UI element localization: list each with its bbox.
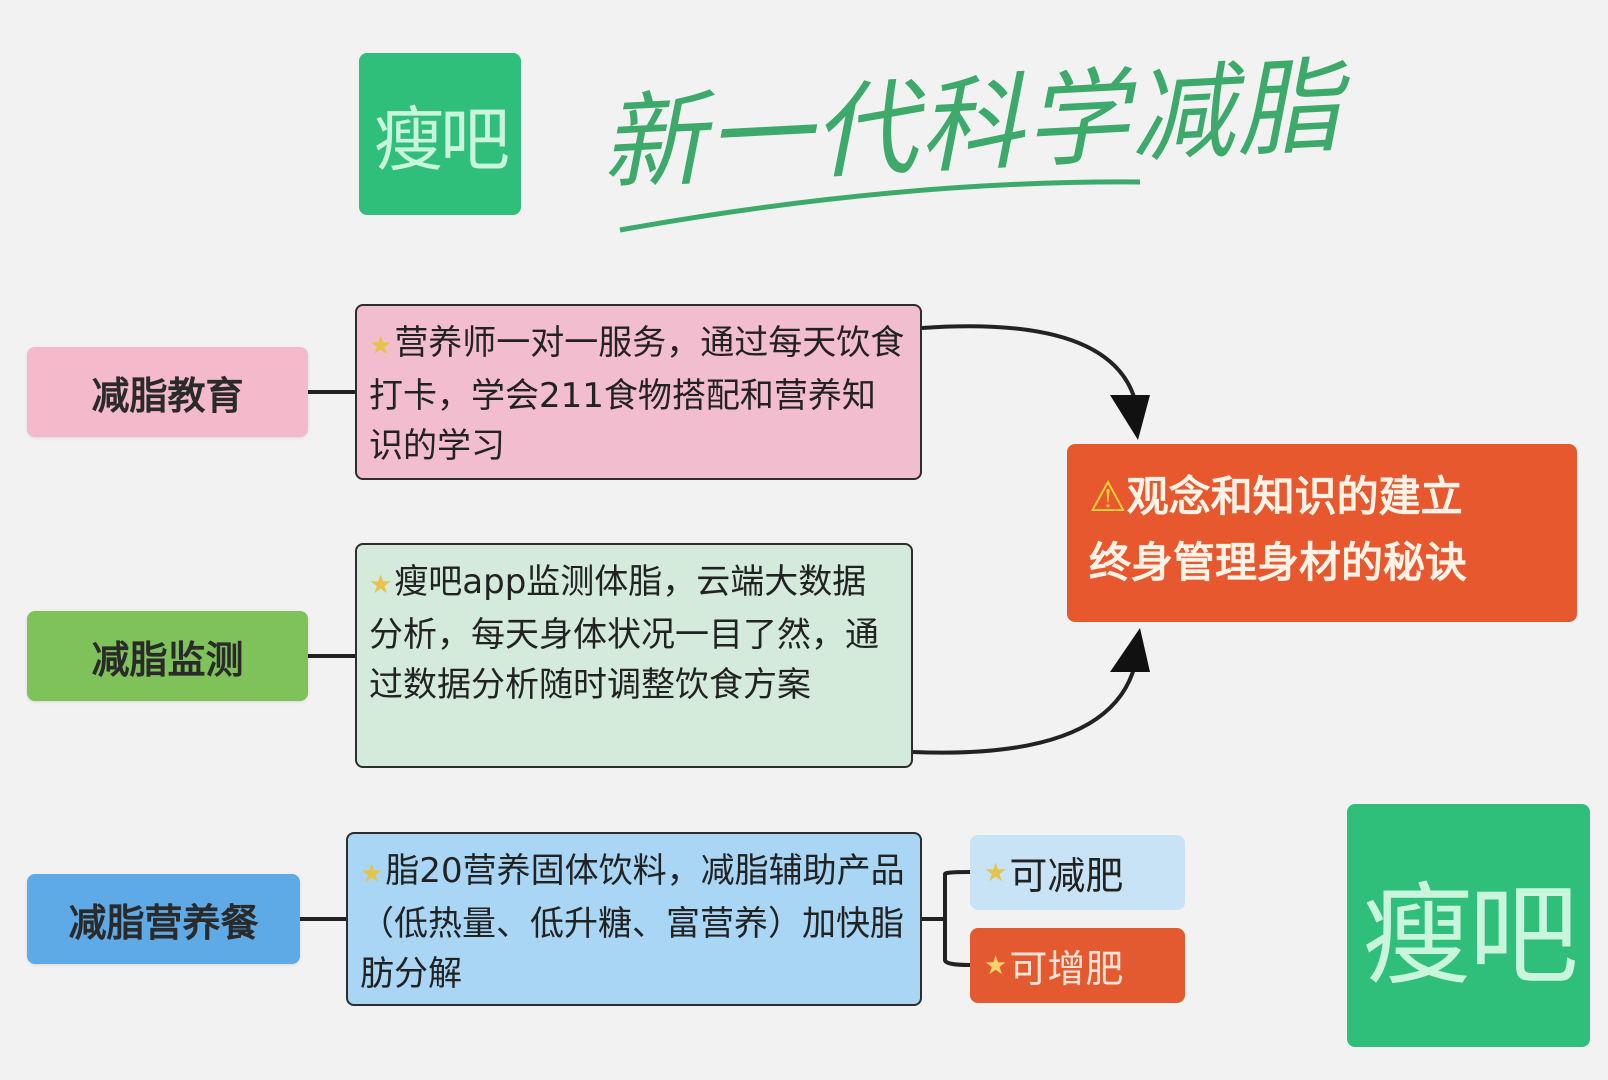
- category-monitoring: 减脂监测: [27, 611, 308, 701]
- brand-logo-bottom: 瘦吧: [1347, 804, 1590, 1047]
- description-text: 脂20营养固体饮料，减脂辅助产品（低热量、低升糖、富营养）加快脂肪分解: [360, 851, 905, 994]
- description-text: 营养师一对一服务，通过每天饮食打卡，学会211食物搭配和营养知识的学习: [369, 323, 905, 466]
- description-monitoring: ★瘦吧app监测体脂，云端大数据分析，每天身体状况一目了然，通过数据分析随时调整…: [355, 543, 913, 768]
- description-text: 瘦吧app监测体脂，云端大数据分析，每天身体状况一目了然，通过数据分析随时调整饮…: [369, 562, 879, 705]
- description-education: ★营养师一对一服务，通过每天饮食打卡，学会211食物搭配和营养知识的学习: [355, 304, 922, 480]
- category-meal: 减脂营养餐: [27, 874, 300, 964]
- description-meal: ★脂20营养固体饮料，减脂辅助产品（低热量、低升糖、富营养）加快脂肪分解: [346, 832, 922, 1006]
- star-icon: ★: [369, 331, 393, 361]
- category-education: 减脂教育: [27, 347, 308, 437]
- star-icon: ★: [360, 859, 384, 889]
- warning-icon: ⚠: [1089, 472, 1127, 521]
- title-underline: [619, 179, 1141, 233]
- brand-logo-top: 瘦吧: [359, 53, 521, 215]
- result-line-2: 终身管理身材的秘诀: [1089, 538, 1468, 587]
- logo-text: 瘦吧: [374, 98, 510, 181]
- result-box: ⚠观念和知识的建立 终身管理身材的秘诀: [1067, 444, 1577, 622]
- star-icon: ★: [984, 950, 1008, 981]
- outcome-label: 可减肥: [1009, 854, 1124, 898]
- star-icon: ★: [984, 857, 1008, 888]
- outcome-label: 可增肥: [1009, 947, 1124, 991]
- logo-text: 瘦吧: [1362, 871, 1579, 1000]
- result-line-1: 观念和知识的建立: [1126, 472, 1463, 521]
- outcome-lose-weight: ★可减肥: [970, 835, 1185, 910]
- arrow-down: [1110, 395, 1150, 440]
- arrow-up: [1110, 628, 1150, 672]
- outcome-gain-weight: ★可增肥: [970, 928, 1185, 1003]
- star-icon: ★: [369, 570, 393, 600]
